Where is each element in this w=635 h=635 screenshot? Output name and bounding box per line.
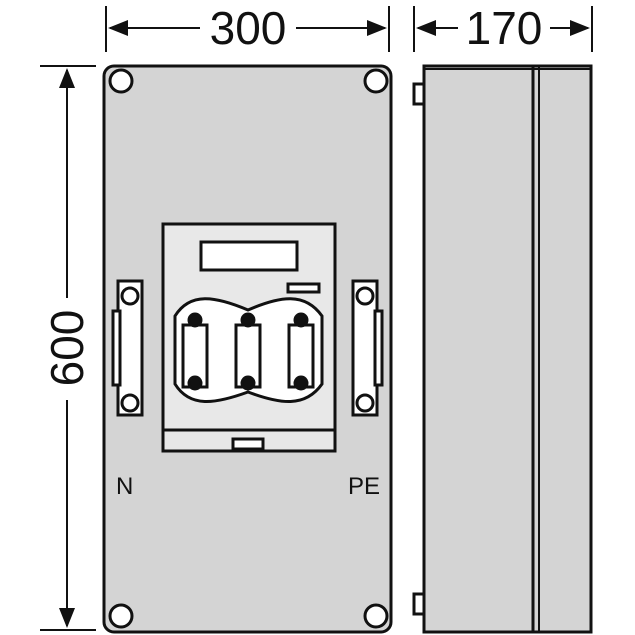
width-dimension: [105, 6, 390, 52]
bottom-latch-slot: [231, 437, 265, 451]
height-arrowhead-bottom: [59, 608, 75, 628]
front-view: N PE: [102, 64, 393, 634]
pe-terminal-screw-bottom-icon: [355, 393, 375, 413]
fuse-slot-1-contact-top-icon: [187, 312, 203, 328]
corner-screws: [108, 68, 389, 629]
screw-bottom-left-icon: [108, 603, 134, 629]
neutral-terminal-clip: [111, 309, 122, 387]
neutral-terminal-screw-bottom-icon: [120, 393, 140, 413]
fuse-slot-2-contact-bottom-icon: [240, 375, 256, 391]
width-arrowhead-left: [108, 20, 128, 36]
fuse-slot-2: [234, 312, 262, 391]
neutral-label: N: [116, 473, 133, 500]
depth-arrowhead-left: [416, 20, 436, 36]
fuse-slot-3: [287, 312, 315, 391]
pe-terminal-block: [351, 279, 384, 417]
pe-terminal-clip: [373, 309, 384, 387]
fuse-slot-3-contact-top-icon: [293, 312, 309, 328]
pe-label: PE: [348, 473, 380, 500]
fuse-slot-2-contact-top-icon: [240, 312, 256, 328]
fuse-slot-1-contact-bottom-icon: [187, 375, 203, 391]
screw-bottom-right-icon: [363, 603, 389, 629]
depth-dimension: [413, 6, 593, 52]
height-dimension-label: 600: [41, 310, 93, 387]
fuse-slot-1: [181, 312, 209, 391]
hinge-top-icon: [412, 82, 426, 106]
height-arrowhead-top: [59, 68, 75, 88]
label-window: [199, 240, 299, 272]
screw-top-left-icon: [108, 68, 134, 94]
neutral-terminal-rail: [116, 279, 144, 417]
depth-dimension-label: 170: [466, 2, 543, 54]
width-dimension-label: 300: [210, 2, 287, 54]
width-arrowhead-right: [367, 20, 387, 36]
fuse-slots: [181, 312, 315, 391]
side-view: [412, 64, 593, 634]
pe-terminal-screw-top-icon: [355, 286, 375, 306]
height-dimension: [40, 65, 96, 631]
fuse-slot-3-contact-bottom-icon: [293, 375, 309, 391]
depth-arrowhead-right: [570, 20, 590, 36]
side-housing: [422, 64, 593, 634]
hinge-bottom-icon: [412, 592, 426, 616]
neutral-terminal-block: [111, 279, 144, 417]
indicator-slot: [286, 282, 321, 294]
screw-top-right-icon: [363, 68, 389, 94]
neutral-terminal-screw-top-icon: [120, 286, 140, 306]
